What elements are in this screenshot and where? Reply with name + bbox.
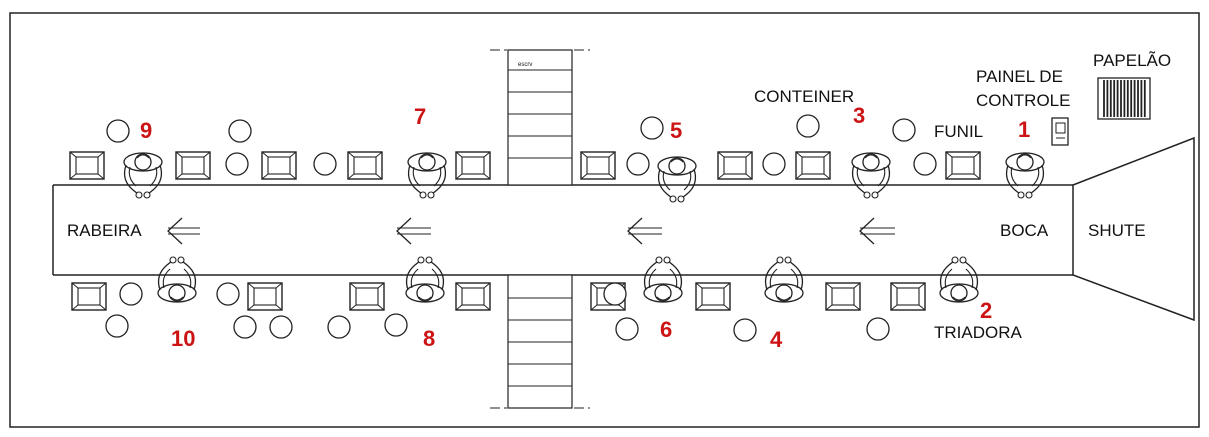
worker-number-6: 6 xyxy=(660,317,672,342)
worker-number-4: 4 xyxy=(770,327,783,352)
funnel-circle-icon xyxy=(866,317,890,341)
worker-number-3: 3 xyxy=(853,103,865,128)
worker-top-view-icon xyxy=(764,256,804,303)
worker-number-5: 5 xyxy=(670,118,682,143)
container-box-icon xyxy=(717,151,753,180)
funnel-circle-icon xyxy=(119,282,143,306)
stair-steps xyxy=(508,69,572,387)
worker-number-7: 7 xyxy=(414,104,426,129)
worker-number-8: 8 xyxy=(423,326,435,351)
worker-top-view-icon xyxy=(851,152,891,199)
funnel-circle-icon xyxy=(216,282,240,306)
worker-top-view-icon xyxy=(157,256,197,303)
funnel-circle-icon xyxy=(640,116,664,140)
container-boxes xyxy=(69,151,981,311)
container-box-icon xyxy=(795,151,831,180)
container-box-icon xyxy=(175,151,211,180)
conveyor-belt xyxy=(52,184,1073,276)
label-funil: FUNIL xyxy=(934,122,983,141)
funnel-circle-icon xyxy=(269,315,293,339)
funnel-circle-icon xyxy=(626,152,650,176)
funnel-circle-icon xyxy=(796,114,820,138)
container-box-icon xyxy=(349,282,385,311)
container-box-icon xyxy=(347,151,383,180)
funnel-circle-icon xyxy=(225,152,249,176)
label-triadora: TRIADORA xyxy=(934,323,1023,342)
funnel-circle-icon xyxy=(106,119,130,143)
workers xyxy=(123,152,1045,303)
worker-top-view-icon xyxy=(939,256,979,303)
drawing-frame xyxy=(9,12,1200,428)
container-box-icon xyxy=(247,282,283,311)
container-box-icon xyxy=(455,151,491,180)
funnel-circle-icon xyxy=(733,318,757,342)
worker-top-view-icon xyxy=(643,256,683,303)
label-boca: BOCA xyxy=(1000,221,1049,240)
container-box-icon xyxy=(890,282,926,311)
label-rabeira: RABEIRA xyxy=(67,221,142,240)
label-painel-line2: CONTROLE xyxy=(976,91,1070,110)
worker-number-2: 2 xyxy=(980,298,992,323)
container-box-icon xyxy=(261,151,297,180)
arrow-left-icon xyxy=(396,217,431,245)
worker-top-view-icon xyxy=(405,256,445,303)
worker-top-view-icon xyxy=(123,152,163,199)
walkway-stairs: escrv xyxy=(490,49,590,409)
funnel-circle-icon xyxy=(105,314,129,338)
worker-top-view-icon xyxy=(407,152,447,199)
container-box-icon xyxy=(71,282,107,311)
container-box-icon xyxy=(825,282,861,311)
funnel-circle-icon xyxy=(384,313,408,337)
funnel-circle-icon xyxy=(603,282,627,306)
container-box-icon xyxy=(945,151,981,180)
arrow-left-icon xyxy=(859,217,895,245)
worker-top-view-icon xyxy=(1005,152,1045,199)
arrow-left-icon xyxy=(167,217,200,245)
funnel-circle-icon xyxy=(615,317,639,341)
container-box-icon xyxy=(695,282,731,311)
funnel-circle-icon xyxy=(892,118,916,142)
control-panel-icon xyxy=(1051,117,1069,146)
stair-mark: escrv xyxy=(518,62,532,68)
funnel-circle-icon xyxy=(913,152,937,176)
shute-hopper xyxy=(1072,136,1195,322)
funnel-circle-icon xyxy=(228,119,252,143)
label-shute: SHUTE xyxy=(1088,221,1146,240)
worker-number-10: 10 xyxy=(171,326,195,351)
funnel-circle-icon xyxy=(762,152,786,176)
funnel-circles xyxy=(105,114,937,342)
funnel-circle-icon xyxy=(233,315,257,339)
flow-arrows xyxy=(167,217,895,245)
cardboard-stack-icon xyxy=(1097,77,1151,120)
worker-number-9: 9 xyxy=(140,118,152,143)
container-box-icon xyxy=(580,151,616,180)
funnel-circle-icon xyxy=(327,315,351,339)
label-conteiner: CONTEINER xyxy=(754,87,854,106)
container-box-icon xyxy=(69,151,105,180)
arrow-left-icon xyxy=(627,217,662,245)
label-painel-line1: PAINEL DE xyxy=(976,67,1063,86)
worker-number-1: 1 xyxy=(1018,117,1030,142)
funnel-circle-icon xyxy=(313,152,337,176)
container-box-icon xyxy=(455,282,491,311)
worker-top-view-icon xyxy=(657,156,697,203)
label-papelao: PAPELÃO xyxy=(1093,51,1171,70)
